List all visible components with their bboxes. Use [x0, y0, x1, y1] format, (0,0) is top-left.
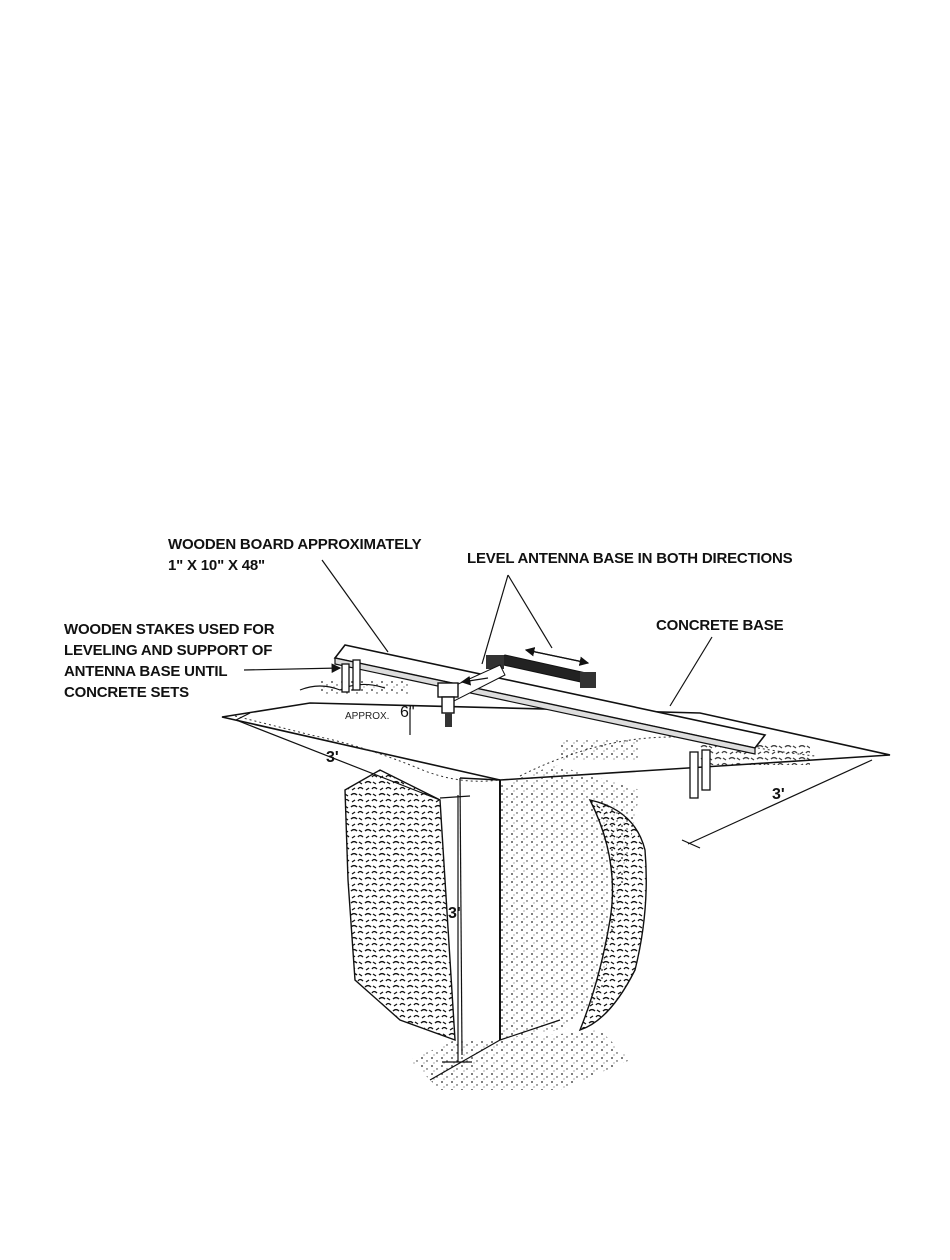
board-label-line2: 1" X 10" X 48" [168, 555, 265, 576]
stakes-label-line3: ANTENNA BASE UNTIL [64, 661, 227, 682]
dimension-depth: 3' [448, 905, 461, 923]
board-callout [322, 560, 388, 652]
stakes-callout [244, 668, 340, 670]
board-label-line1: WOODEN BOARD APPROXIMATELY [168, 534, 421, 555]
level-arrow-diagonal-back [526, 650, 588, 663]
excavated-pit [345, 765, 646, 1090]
level-label: LEVEL ANTENNA BASE IN BOTH DIRECTIONS [467, 548, 792, 569]
stakes-label-line1: WOODEN STAKES USED FOR [64, 619, 274, 640]
stakes-label-line2: LEVELING AND SUPPORT OF [64, 640, 272, 661]
concrete-base-label: CONCRETE BASE [656, 615, 783, 636]
approx-prefix: APPROX. [345, 711, 389, 722]
approx-value: 6" [400, 704, 415, 722]
dimension-width-left: 3' [326, 749, 339, 767]
stakes-label-line4: CONCRETE SETS [64, 682, 189, 703]
dimension-width-right: 3' [772, 786, 785, 804]
concrete-callout [670, 637, 712, 706]
level-callout-right [508, 575, 552, 648]
level-callout-left [482, 575, 508, 664]
